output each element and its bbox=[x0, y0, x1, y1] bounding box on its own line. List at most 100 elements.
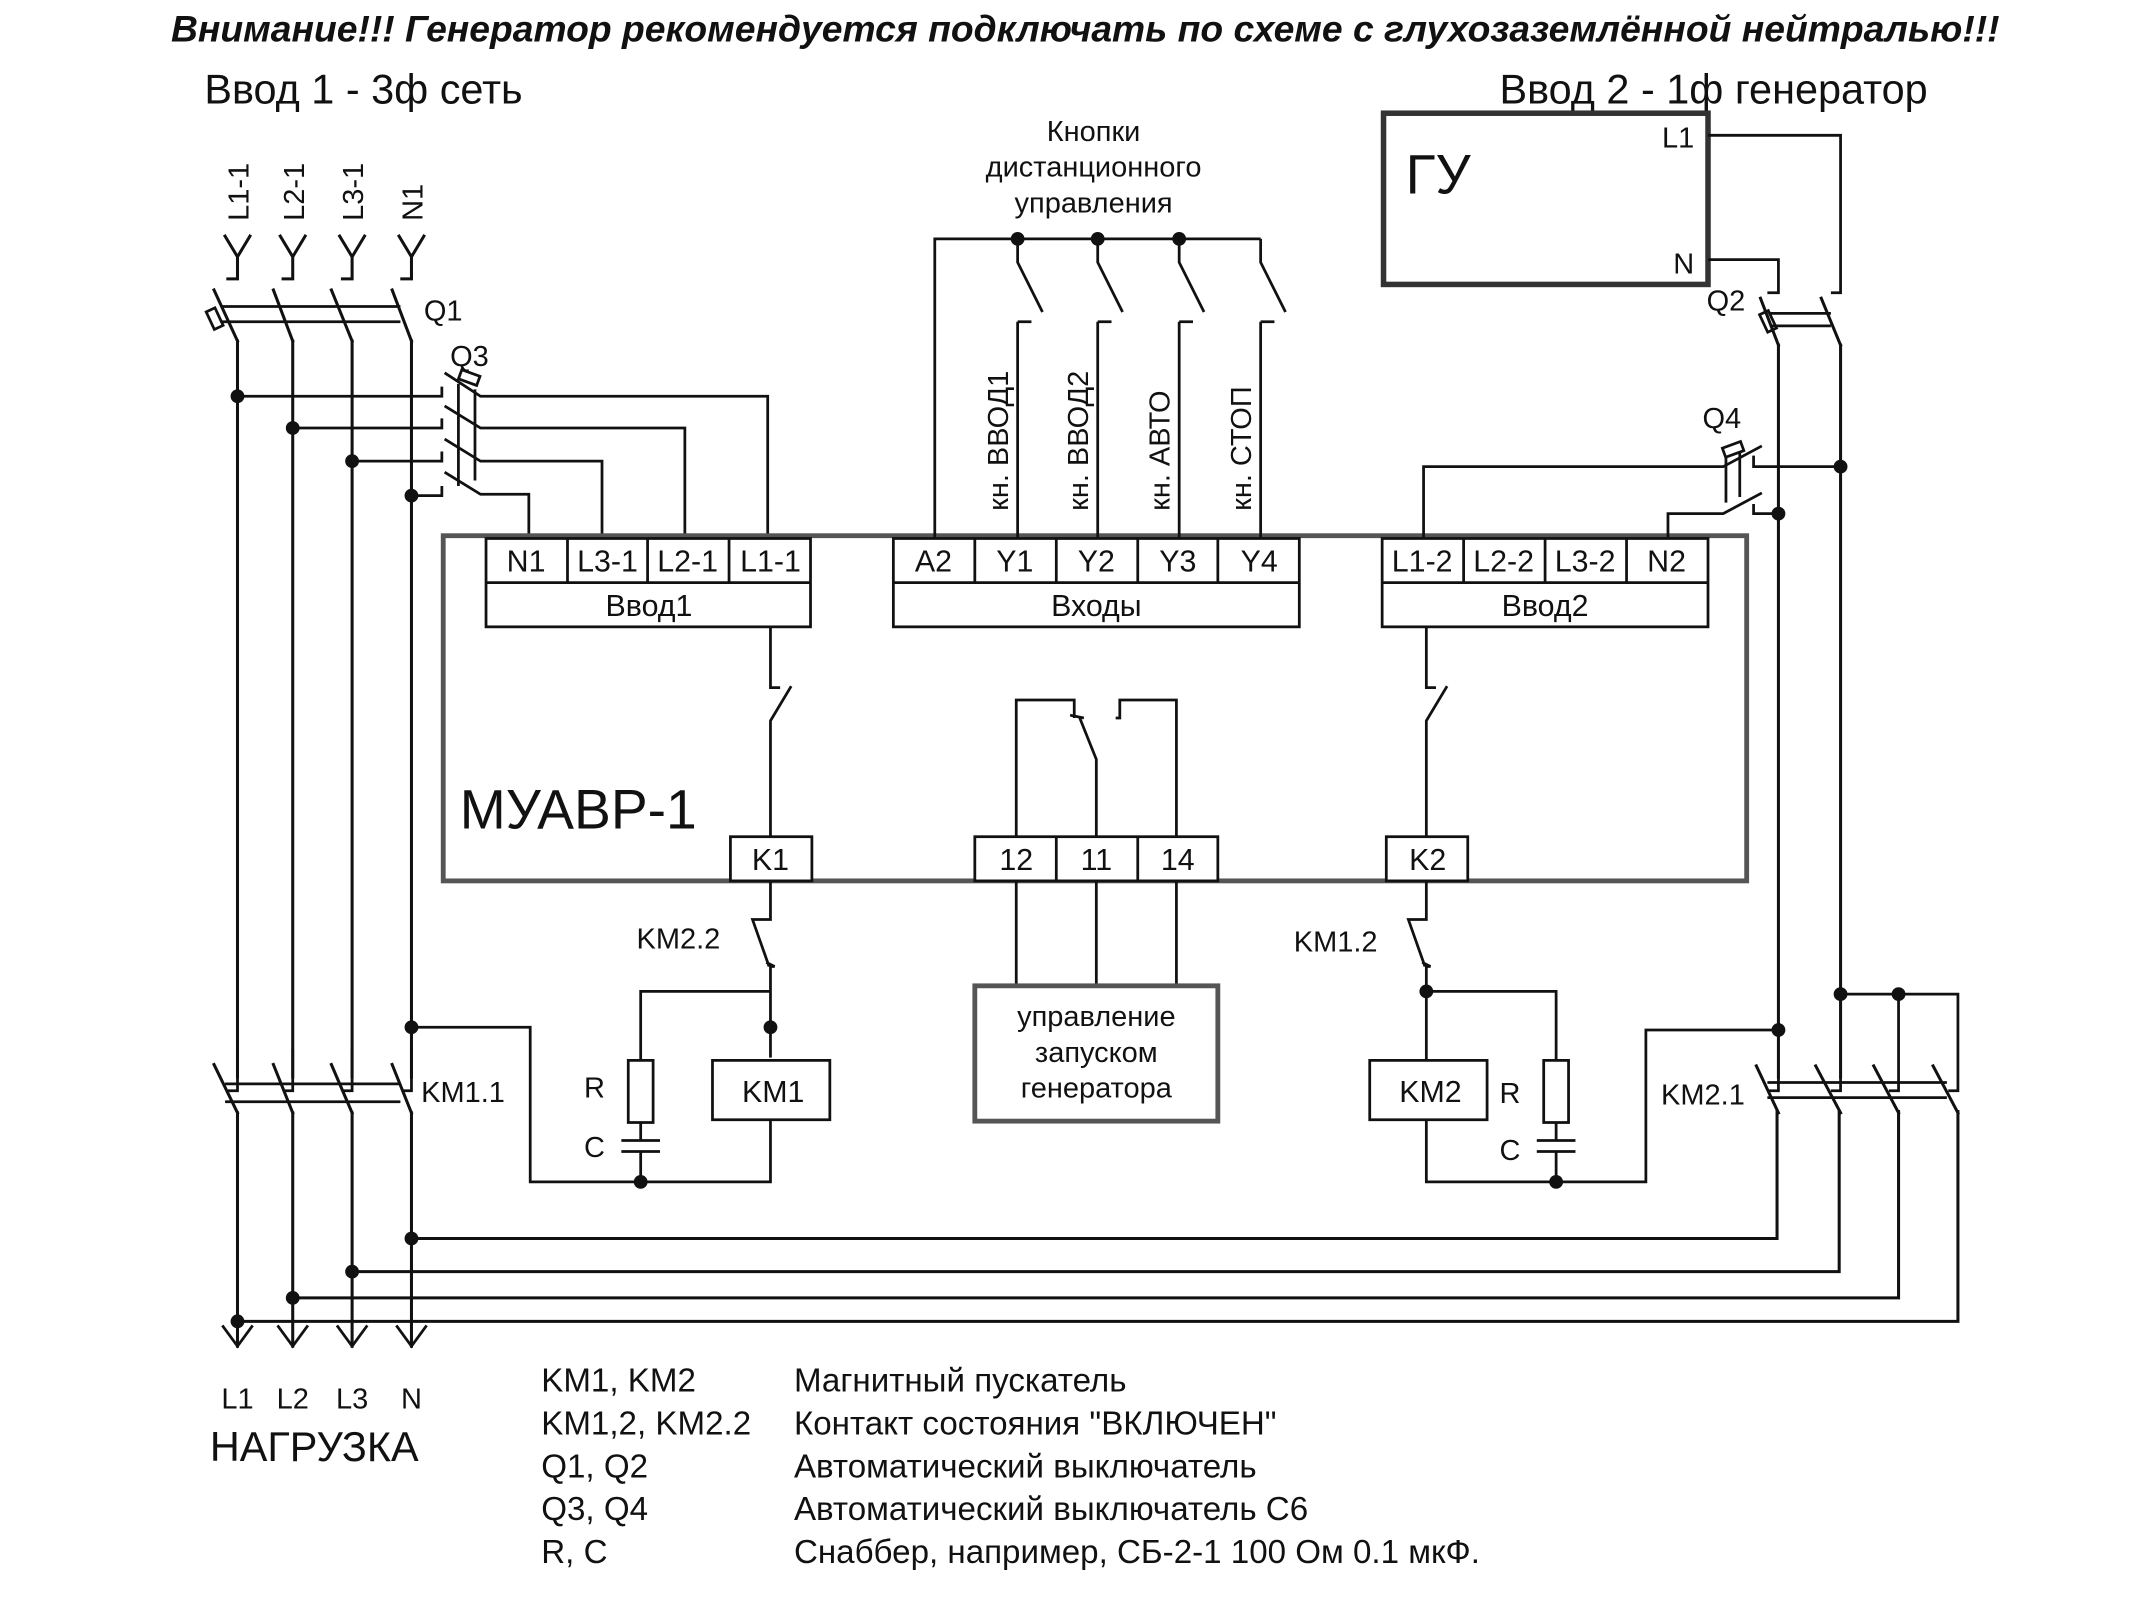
input1-line-L2-1: L2-1 bbox=[278, 163, 311, 281]
button-input2-label: кн. ВВОД2 bbox=[1063, 371, 1095, 511]
legend-key: Q3, Q4 bbox=[541, 1491, 648, 1528]
input1-line-N1: N1 bbox=[396, 184, 430, 281]
terminal-L3-2: L3-2 bbox=[1555, 546, 1616, 579]
junction-dot bbox=[1090, 231, 1105, 246]
km2-aux-contact-label: KM2.2 bbox=[637, 924, 721, 956]
contactor-km1-main: KM1.1 bbox=[211, 1049, 505, 1348]
terminal-L3-1: L3-1 bbox=[577, 546, 638, 579]
remote-buttons-title: дистанционного bbox=[986, 152, 1202, 184]
junction-dot bbox=[345, 454, 359, 469]
input2-title: Ввод 2 - 1ф генератор bbox=[1500, 67, 1928, 113]
terminal-L1-1: L1-1 bbox=[740, 546, 801, 579]
legend-row: R, C Снаббер, например, СБ-2-1 100 Ом 0.… bbox=[541, 1534, 1480, 1571]
input1-source-terminals: L1-1 L2-1 L3-1 N1 bbox=[222, 163, 430, 281]
legend-row: Q3, Q4 Автоматический выключатель С6 bbox=[541, 1491, 1308, 1528]
terminal-Y4: Y4 bbox=[1241, 546, 1278, 579]
breaker-q3-label: Q3 bbox=[450, 341, 489, 373]
junction-dot bbox=[633, 1174, 648, 1189]
snubber-r-label: R bbox=[1500, 1078, 1521, 1110]
breaker-q2-label: Q2 bbox=[1707, 286, 1746, 318]
gen-start-control-label: управление bbox=[1017, 1001, 1176, 1033]
generator-terminal-n: N bbox=[1673, 248, 1694, 280]
km2-main-label: KM2.1 bbox=[1661, 1080, 1745, 1112]
legend: KM1, KM2 Магнитный пускатель KM1,2, KM2.… bbox=[541, 1363, 1480, 1571]
junction-dot bbox=[230, 389, 245, 404]
legend-key: R, C bbox=[541, 1534, 607, 1571]
gen-start-control-label: запуском bbox=[1035, 1037, 1158, 1069]
legend-desc: Снаббер, например, СБ-2-1 100 Ом 0.1 мкФ… bbox=[794, 1534, 1480, 1571]
load-line-L3: L3 bbox=[336, 1383, 368, 1415]
junction-dot bbox=[285, 1290, 300, 1305]
junction-dot bbox=[1891, 987, 1906, 1002]
gen-start-control-box: управление запуском генератора bbox=[972, 983, 1221, 1124]
breaker-q3: Q3 bbox=[237, 341, 770, 536]
legend-desc: Контакт состояния "ВКЛЮЧЕН" bbox=[794, 1406, 1277, 1443]
gen-relay-terminals: 12 11 14 bbox=[973, 835, 1220, 883]
input1-title: Ввод 1 - 3ф сеть bbox=[204, 67, 522, 113]
relay-k1-contact bbox=[769, 626, 793, 837]
snubber-resistor bbox=[1542, 1059, 1570, 1124]
load-bus-l1 bbox=[235, 1109, 1960, 1323]
terminal-block-inputs-title: Входы bbox=[1051, 590, 1142, 623]
snubber-c-label: C bbox=[584, 1132, 605, 1164]
km2-coil-label: KM2 bbox=[1399, 1076, 1461, 1109]
terminal-L1-2: L1-2 bbox=[1392, 546, 1453, 579]
button-input1-label: кн. ВВОД1 bbox=[983, 371, 1015, 511]
relay-k1-label: K1 bbox=[752, 844, 789, 877]
legend-row: KM1, KM2 Магнитный пускатель bbox=[541, 1363, 1126, 1400]
terminal-Y2: Y2 bbox=[1078, 546, 1115, 579]
terminal-L2-2: L2-2 bbox=[1473, 546, 1534, 579]
terminal-N2: N2 bbox=[1647, 546, 1686, 579]
terminal-block-inputs: A2 Y1 Y2 Y3 Y4 Входы bbox=[891, 537, 1301, 629]
load-output: L1 L2 L3 N НАГРУЗКА bbox=[210, 1324, 428, 1470]
snubber-resistor bbox=[626, 1059, 655, 1124]
load-line-L2: L2 bbox=[277, 1383, 309, 1415]
terminal-12: 12 bbox=[999, 844, 1033, 877]
legend-row: Q1, Q2 Автоматический выключатель bbox=[541, 1448, 1256, 1485]
load-title: НАГРУЗКА bbox=[210, 1424, 419, 1470]
legend-key: Q1, Q2 bbox=[541, 1448, 648, 1485]
terminal-11: 11 bbox=[1081, 844, 1113, 877]
remote-buttons: Кнопки дистанционного управления кн. ВВО… bbox=[933, 116, 1287, 539]
junction-dot bbox=[404, 1231, 419, 1246]
device-muavr1-name: МУАВР-1 bbox=[460, 778, 697, 840]
terminal-block-input2-title: Ввод2 bbox=[1502, 590, 1589, 623]
relay-k1-terminal: K1 bbox=[729, 835, 814, 883]
input1-line-label: L1-1 bbox=[224, 163, 256, 221]
legend-key: KM1, KM2 bbox=[541, 1363, 696, 1400]
input1-line-label: L3-1 bbox=[338, 163, 370, 221]
junction-dot bbox=[1771, 506, 1786, 521]
km2-coil-circuit: KM1.2 KM2 R C bbox=[1294, 880, 1786, 1189]
terminal-block-input1: N1 L3-1 L2-1 L1-1 Ввод1 bbox=[484, 537, 812, 629]
breaker-q2: Q2 bbox=[1707, 286, 1843, 348]
km1-main-label: KM1.1 bbox=[421, 1077, 505, 1109]
load-line-L1: L1 bbox=[221, 1383, 253, 1415]
load-bus-l2 bbox=[291, 1109, 1901, 1300]
legend-desc: Магнитный пускатель bbox=[794, 1363, 1127, 1400]
contactor-km2-main: KM2.1 bbox=[1661, 987, 1960, 1115]
generator-name: ГУ bbox=[1406, 143, 1472, 205]
relay-k2-terminal: K2 bbox=[1384, 835, 1470, 883]
remote-buttons-title: Кнопки bbox=[1047, 116, 1141, 148]
km1-coil-circuit: KM2.2 R C KM1 bbox=[404, 880, 832, 1189]
terminal-block-input2: L1-2 L2-2 L3-2 N2 Ввод2 bbox=[1380, 537, 1710, 629]
terminal-14: 14 bbox=[1161, 844, 1195, 877]
snubber-c-label: C bbox=[1500, 1135, 1521, 1167]
junction-dot bbox=[1010, 231, 1025, 246]
terminal-A2: A2 bbox=[915, 546, 952, 579]
legend-row: KM1,2, KM2.2 Контакт состояния "ВКЛЮЧЕН" bbox=[541, 1406, 1276, 1443]
junction-dot bbox=[1419, 984, 1434, 999]
input1-line-L3-1: L3-1 bbox=[337, 163, 370, 281]
legend-desc: Автоматический выключатель bbox=[794, 1448, 1257, 1485]
load-bus-l3 bbox=[350, 1109, 1841, 1274]
km1-aux-contact-label: KM1.2 bbox=[1294, 926, 1378, 958]
junction-dot bbox=[1172, 231, 1187, 246]
km1-coil-label: KM1 bbox=[742, 1076, 804, 1109]
terminal-N1: N1 bbox=[507, 546, 546, 579]
gen-start-control-label: генератора bbox=[1021, 1073, 1173, 1105]
junction-dot bbox=[345, 1264, 359, 1279]
breaker-q1: Q1 bbox=[204, 287, 463, 344]
relay-k2-label: K2 bbox=[1409, 844, 1446, 877]
junction-dot bbox=[230, 1314, 245, 1329]
